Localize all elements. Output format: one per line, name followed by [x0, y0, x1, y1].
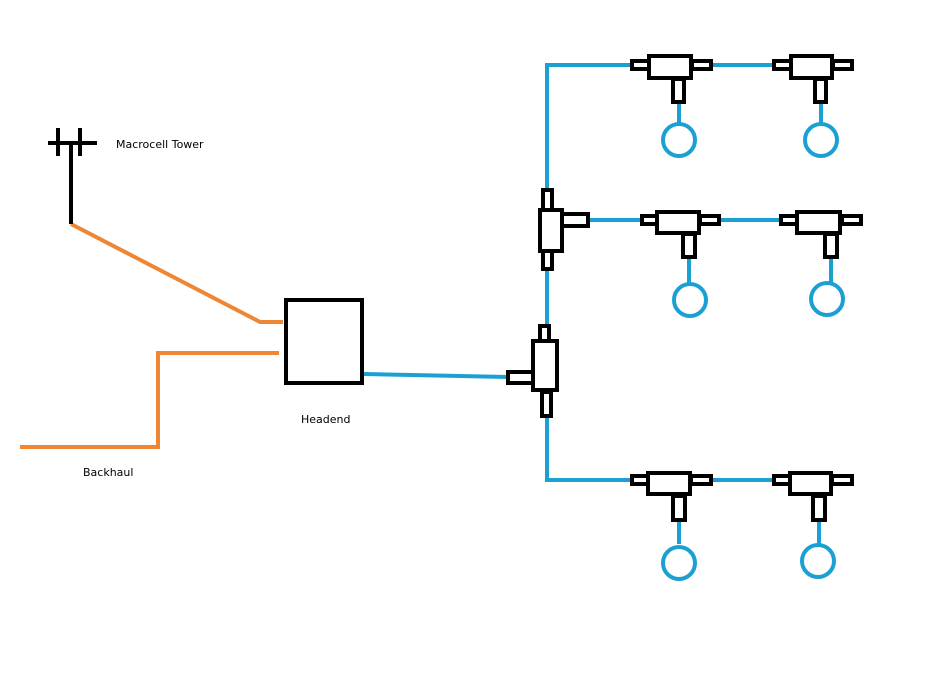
coax-network [363, 63, 833, 544]
antenna-icon [800, 543, 836, 579]
tap-row2-2 [779, 210, 863, 259]
splitter-upper [538, 188, 590, 271]
macrocell-tower-icon [48, 128, 97, 224]
tap-row1-1 [630, 54, 713, 104]
backhaul-label: Backhaul [83, 466, 133, 479]
headend-box [284, 298, 364, 385]
tap-row1-2 [772, 54, 854, 104]
tap-row3-1 [630, 471, 713, 522]
antenna-icon [661, 545, 697, 581]
antenna-icon [661, 122, 697, 158]
backhaul-link [20, 351, 279, 449]
antenna-icon [809, 281, 845, 317]
antennas [661, 122, 845, 581]
tap-row2-1 [640, 210, 721, 259]
fiber-links [20, 222, 283, 449]
splitter-lower [506, 324, 559, 418]
macrocell-tower-label: Macrocell Tower [116, 138, 204, 151]
antenna-icon [672, 282, 708, 318]
tap-row3-2 [772, 471, 854, 522]
antenna-icon [803, 122, 839, 158]
tower-to-headend-link [70, 222, 283, 324]
headend-label: Headend [301, 413, 350, 426]
